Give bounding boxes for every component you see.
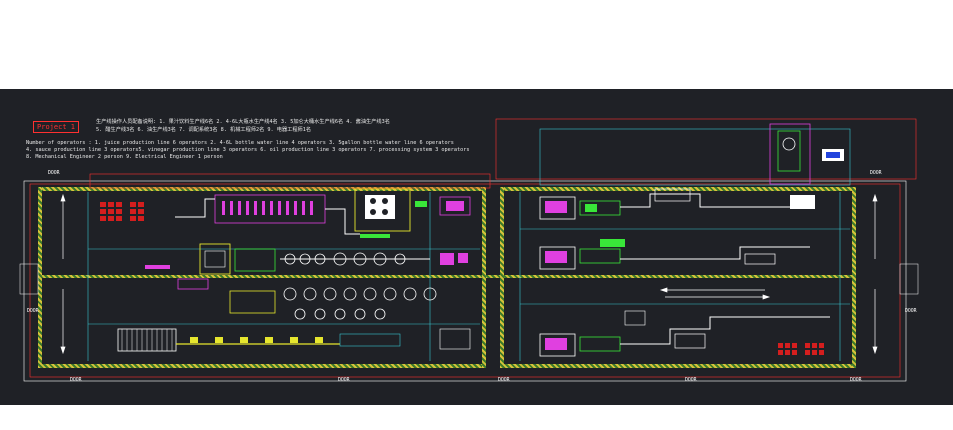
wall-center-left bbox=[482, 187, 486, 368]
door-label: DOOR bbox=[850, 378, 862, 383]
door-label: DOOR bbox=[498, 378, 510, 383]
project-tag: Project 1 bbox=[33, 121, 79, 133]
door-label: DOOR bbox=[870, 171, 882, 176]
note-en-line-2: 4. sauce production line 3 operators5. v… bbox=[26, 147, 470, 153]
door-label: DOOR bbox=[27, 309, 39, 314]
door-label: DOOR bbox=[48, 171, 60, 176]
wall-left bbox=[38, 187, 42, 368]
note-en-line-3: 8. Mechanical Engineer 2 person 9. Elect… bbox=[26, 154, 223, 160]
wall-right bbox=[852, 187, 856, 368]
door-label: DOOR bbox=[685, 378, 697, 383]
door-label: DOOR bbox=[70, 378, 82, 383]
door-label: DOOR bbox=[338, 378, 350, 383]
note-cn-line-1: 生产线操作人员配备说明: 1. 果汁饮料生产线6名 2. 4-6L大瓶水生产线4… bbox=[96, 119, 390, 125]
cad-drawing-canvas: Project 1 生产线操作人员配备说明: 1. 果汁饮料生产线6名 2. 4… bbox=[0, 89, 953, 405]
wall-center-right bbox=[500, 187, 504, 368]
wall-top-left bbox=[38, 187, 486, 191]
wall-bottom-left bbox=[38, 364, 486, 368]
note-cn-line-2: 5. 醋生产线3名 6. 油生产线3名 7. 调配系统3名 8. 机械工程师2名… bbox=[96, 127, 312, 133]
note-en-line-1: Number of operators : 1. juice productio… bbox=[26, 140, 454, 146]
layout-drawing bbox=[19, 118, 919, 382]
wall-bottom-right bbox=[500, 364, 856, 368]
door-label: DOOR bbox=[905, 309, 917, 314]
wall-middle bbox=[38, 275, 856, 278]
